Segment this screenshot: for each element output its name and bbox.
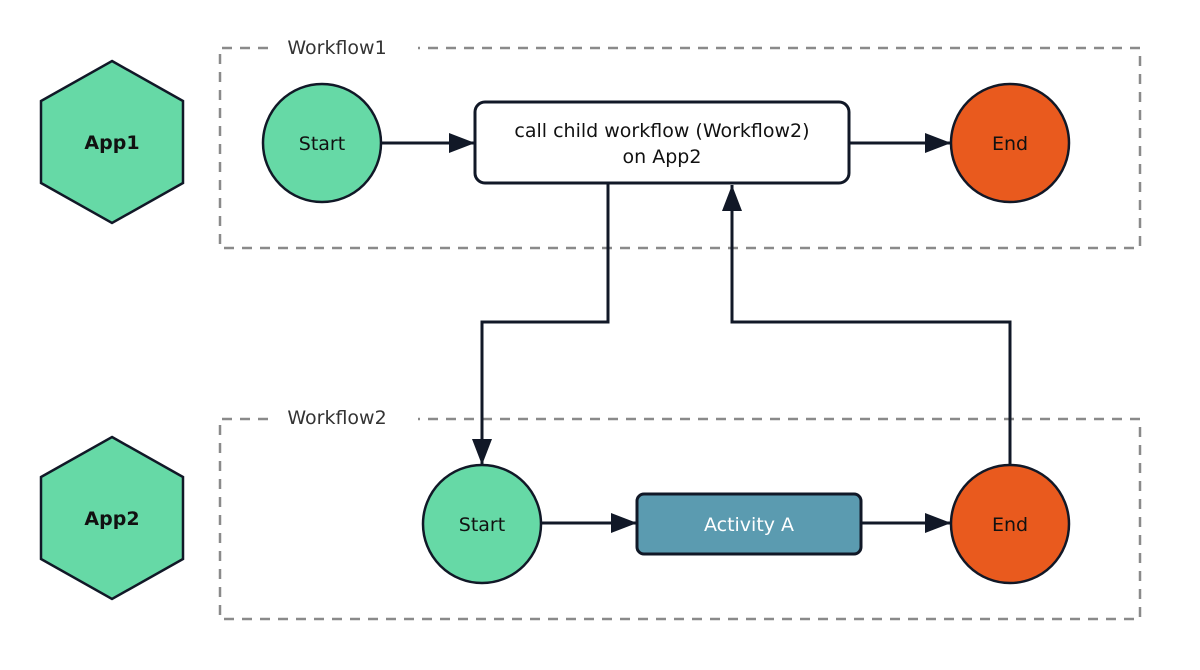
wf2-activity-label: Activity A xyxy=(704,514,794,536)
wf1-start-circle xyxy=(261,82,383,204)
app2-node[interactable]: App2 xyxy=(39,435,185,601)
workflow1-lane-border xyxy=(218,46,1142,250)
workflow2-lane: Workflow2 xyxy=(218,407,1142,621)
wf2-start-label: Start xyxy=(459,514,505,536)
wf1-task-node[interactable]: call child workflow (Workflow2) on App2 xyxy=(473,100,851,185)
edge-task-to-wf2-start xyxy=(472,184,610,465)
app1-label: App1 xyxy=(84,132,139,154)
wf2-activity-box xyxy=(635,492,863,556)
workflow1-lane: Workflow1 xyxy=(218,37,1142,250)
wf1-end-label: End xyxy=(992,133,1028,155)
wf1-end-circle xyxy=(949,82,1071,204)
workflow1-title: Workflow1 xyxy=(287,37,386,59)
workflow2-lane-border xyxy=(218,417,1142,621)
app1-node[interactable]: App1 xyxy=(39,59,185,225)
wf2-end-circle xyxy=(949,463,1071,585)
app2-label: App2 xyxy=(84,508,139,530)
wf1-start-node[interactable]: Start xyxy=(261,82,383,204)
wf1-end-node[interactable]: End xyxy=(949,82,1071,204)
wf1-task-box xyxy=(473,100,851,185)
wf2-end-label: End xyxy=(992,514,1028,536)
edges xyxy=(381,133,1012,533)
wf2-start-circle xyxy=(421,463,543,585)
wf1-start-label: Start xyxy=(299,133,345,155)
wf1-task-label-line1: call child workflow (Workflow2) xyxy=(514,120,809,142)
wf1-task-label-line2: on App2 xyxy=(623,146,702,168)
wf2-end-node[interactable]: End xyxy=(949,463,1071,585)
app2-hexagon xyxy=(39,435,185,601)
app1-hexagon xyxy=(39,59,185,225)
workflow2-title: Workflow2 xyxy=(287,407,386,429)
wf2-activity-node[interactable]: Activity A xyxy=(635,492,863,556)
wf2-start-node[interactable]: Start xyxy=(421,463,543,585)
edge-wf2-end-to-task xyxy=(722,185,1012,465)
